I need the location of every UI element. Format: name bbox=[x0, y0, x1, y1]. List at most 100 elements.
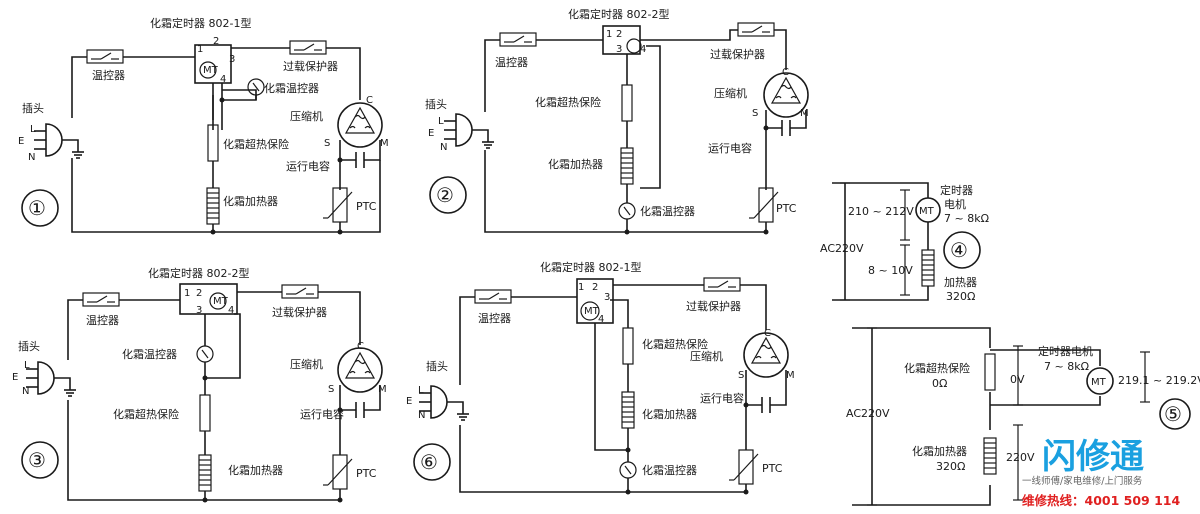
motor-voltage-5: 219.1 ~ 219.2V bbox=[1118, 374, 1200, 387]
diagram-number-3 bbox=[21, 441, 59, 479]
svg-text:N: N bbox=[440, 142, 447, 153]
heater-label-3: 化霜加热器 bbox=[228, 463, 283, 477]
motor-res-5: 7 ~ 8kΩ bbox=[1044, 360, 1089, 373]
capacitor-label-2: 运行电容 bbox=[708, 141, 752, 155]
svg-text:C: C bbox=[357, 341, 364, 352]
svg-text:E: E bbox=[406, 396, 412, 407]
defrost-thermostat-icon-3 bbox=[196, 345, 214, 363]
fuse-icon-2 bbox=[621, 84, 633, 122]
capacitor-label-3: 运行电容 bbox=[300, 407, 344, 421]
svg-text:③: ③ bbox=[28, 448, 46, 472]
motor-label-5: 定时器电机 bbox=[1038, 344, 1093, 358]
overload-label-6: 过载保护器 bbox=[686, 299, 741, 313]
timer-motor-icon bbox=[209, 292, 227, 310]
heater-label-5: 化霜加热器 bbox=[912, 444, 967, 458]
source-4: AC220V bbox=[820, 242, 864, 255]
plug-icon-3 bbox=[25, 361, 77, 397]
svg-text:1: 1 bbox=[184, 288, 190, 299]
svg-text:MT: MT bbox=[213, 296, 229, 307]
diagram-number-2 bbox=[429, 176, 467, 214]
svg-text:L: L bbox=[418, 385, 424, 396]
fuse-res-5: 0Ω bbox=[932, 377, 947, 390]
ptc-icon-1 bbox=[322, 187, 353, 223]
run-capacitor-icon-1 bbox=[355, 151, 365, 169]
plug-label-3: 插头 bbox=[18, 339, 40, 353]
thermostat-switch-icon bbox=[499, 32, 537, 47]
defrost-thermostat-label-2: 化霜温控器 bbox=[640, 204, 695, 218]
motor-res-4: 7 ~ 8kΩ bbox=[944, 212, 989, 225]
defrost-timer-box bbox=[179, 283, 238, 315]
svg-text:N: N bbox=[22, 386, 29, 397]
svg-text:L: L bbox=[438, 116, 444, 127]
svg-text:4: 4 bbox=[598, 314, 604, 325]
timer-motor-icon bbox=[580, 301, 600, 321]
svg-text:3: 3 bbox=[229, 54, 235, 65]
diagram-6: MT 1 2 3 4 化霜定时器 802-1型 温控器 过载保护器 化霜超热保险… bbox=[406, 260, 795, 495]
motor-voltage-4: 210 ~ 212V bbox=[848, 205, 914, 218]
defrost-thermostat-label-6: 化霜温控器 bbox=[642, 463, 697, 477]
heater-label-6: 化霜加热器 bbox=[642, 407, 697, 421]
plug-icon-1 bbox=[33, 123, 85, 159]
plug-icon-6 bbox=[418, 385, 470, 421]
svg-text:2: 2 bbox=[213, 36, 219, 47]
compressor-label-3: 压缩机 bbox=[290, 357, 323, 371]
svg-text:C: C bbox=[366, 95, 373, 106]
svg-text:1: 1 bbox=[197, 44, 203, 55]
heater-coil-icon-1 bbox=[206, 187, 220, 225]
motor-label-4b: 电机 bbox=[944, 197, 966, 211]
fuse-label-2: 化霜超热保险 bbox=[535, 95, 601, 109]
timer-motor-icon-4 bbox=[915, 197, 941, 223]
diagram-number-1 bbox=[21, 189, 59, 227]
svg-text:⑤: ⑤ bbox=[1164, 402, 1182, 426]
overload-protector-icon bbox=[281, 284, 319, 299]
timer-motor-icon bbox=[199, 61, 217, 79]
timer-title-1: 化霜定时器 802-1型 bbox=[150, 16, 251, 30]
svg-text:S: S bbox=[752, 108, 758, 119]
svg-text:2: 2 bbox=[196, 288, 202, 299]
plug-label-1: 插头 bbox=[22, 101, 44, 115]
overload-label-2: 过载保护器 bbox=[710, 47, 765, 61]
svg-text:M: M bbox=[786, 370, 795, 381]
compressor-icon-1 bbox=[337, 102, 383, 148]
thermostat-switch-icon bbox=[82, 292, 120, 307]
diagram-2: 1 2 3 4 化霜定时器 802-2型 温控器 过载保护器 化霜超热保险 化霜… bbox=[425, 7, 809, 235]
svg-text:1: 1 bbox=[606, 29, 612, 40]
svg-text:4: 4 bbox=[640, 44, 646, 55]
diagram-5: MT AC220V 化霜超热保险 0Ω 0V 定时器电机 7 ~ 8kΩ 219… bbox=[846, 327, 1200, 506]
brand-name: 闪修通 bbox=[1042, 437, 1144, 477]
svg-text:L: L bbox=[24, 360, 30, 371]
fuse-icon-1 bbox=[207, 124, 219, 162]
svg-text:MT: MT bbox=[919, 206, 935, 217]
svg-text:MT: MT bbox=[584, 306, 600, 317]
fuse-label-1: 化霜超热保险 bbox=[223, 137, 289, 151]
fuse-label-6: 化霜超热保险 bbox=[642, 337, 708, 351]
heater-label-2: 化霜加热器 bbox=[548, 157, 603, 171]
heater-voltage-5: 220V bbox=[1006, 451, 1035, 464]
thermostat-switch-icon bbox=[86, 49, 124, 64]
svg-text:①: ① bbox=[28, 196, 46, 220]
capacitor-label-6: 运行电容 bbox=[700, 391, 744, 405]
svg-text:E: E bbox=[18, 136, 24, 147]
fuse-icon-6 bbox=[622, 327, 634, 365]
overload-protector-icon bbox=[289, 40, 327, 55]
compressor-label-1: 压缩机 bbox=[290, 109, 323, 123]
defrost-thermostat-icon-2 bbox=[618, 202, 636, 220]
overload-label-1: 过载保护器 bbox=[283, 59, 338, 73]
defrost-timer-box bbox=[602, 25, 641, 55]
brand-hotline: 维修热线：4001 509 114 bbox=[1022, 493, 1180, 508]
timer-title-3: 化霜定时器 802-2型 bbox=[148, 266, 249, 280]
svg-text:M: M bbox=[378, 384, 387, 395]
heater-label-1: 化霜加热器 bbox=[223, 194, 278, 208]
fuse-label-5: 化霜超热保险 bbox=[904, 361, 970, 375]
plug-label-2: 插头 bbox=[425, 97, 447, 111]
overload-protector-icon bbox=[737, 22, 775, 37]
ptc-label-3: PTC bbox=[356, 467, 377, 480]
motor-label-4a: 定时器 bbox=[940, 183, 973, 197]
svg-text:M: M bbox=[800, 108, 809, 119]
heater-voltage-4: 8 ~ 10V bbox=[868, 264, 913, 277]
diagram-4: MT 定时器 电机 7 ~ 8kΩ 210 ~ 212V AC220V 8 ~ … bbox=[820, 182, 989, 303]
heater-coil-icon-3 bbox=[198, 454, 212, 492]
diagram-number-6 bbox=[413, 443, 451, 481]
heater-coil-icon-2 bbox=[620, 147, 634, 185]
